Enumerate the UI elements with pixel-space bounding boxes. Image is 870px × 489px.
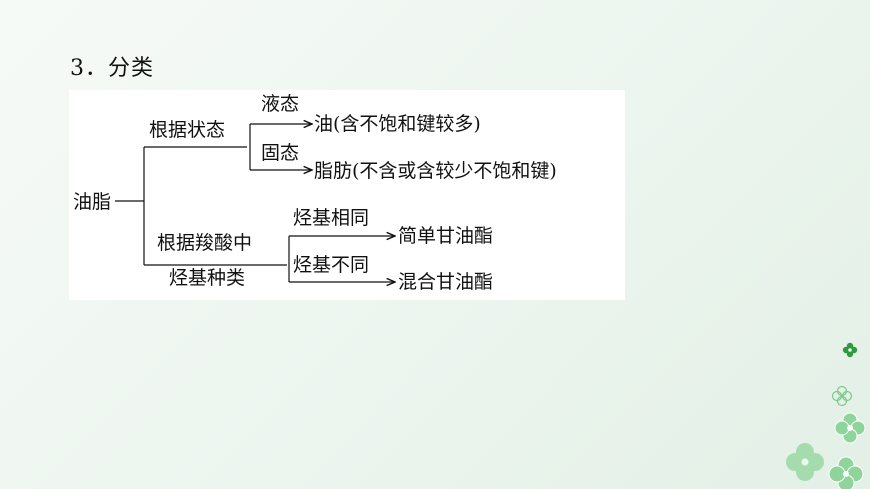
- solid-result: 脂肪(不含或含较少不饱和键): [314, 160, 557, 182]
- same-result: 简单甘油酯: [398, 225, 494, 247]
- same-label: 烃基相同: [293, 207, 370, 229]
- liquid-label: 液态: [261, 93, 300, 115]
- root-node: 油脂: [73, 191, 112, 213]
- section-heading: 3．分类: [70, 56, 154, 81]
- different-result: 混合甘油酯: [398, 271, 494, 293]
- flower-icon: [786, 443, 824, 481]
- classification-diagram: 油脂 根据状态 液态 油(含不饱和键较多) 固态 脂肪(不含或含较少不饱和键) …: [69, 90, 625, 300]
- by-acid-label-line2: 烃基种类: [169, 267, 246, 289]
- flower-icon: [831, 385, 853, 407]
- by-acid-label-line1: 根据羧酸中: [157, 232, 253, 254]
- diagram-connectors: [115, 90, 625, 300]
- by-state-label: 根据状态: [149, 119, 226, 141]
- flower-icon: [842, 342, 858, 358]
- liquid-result: 油(含不饱和键较多): [314, 113, 481, 135]
- flower-icon: [834, 412, 866, 444]
- flower-icon: [828, 456, 864, 489]
- solid-label: 固态: [261, 142, 300, 164]
- different-label: 烃基不同: [293, 254, 370, 276]
